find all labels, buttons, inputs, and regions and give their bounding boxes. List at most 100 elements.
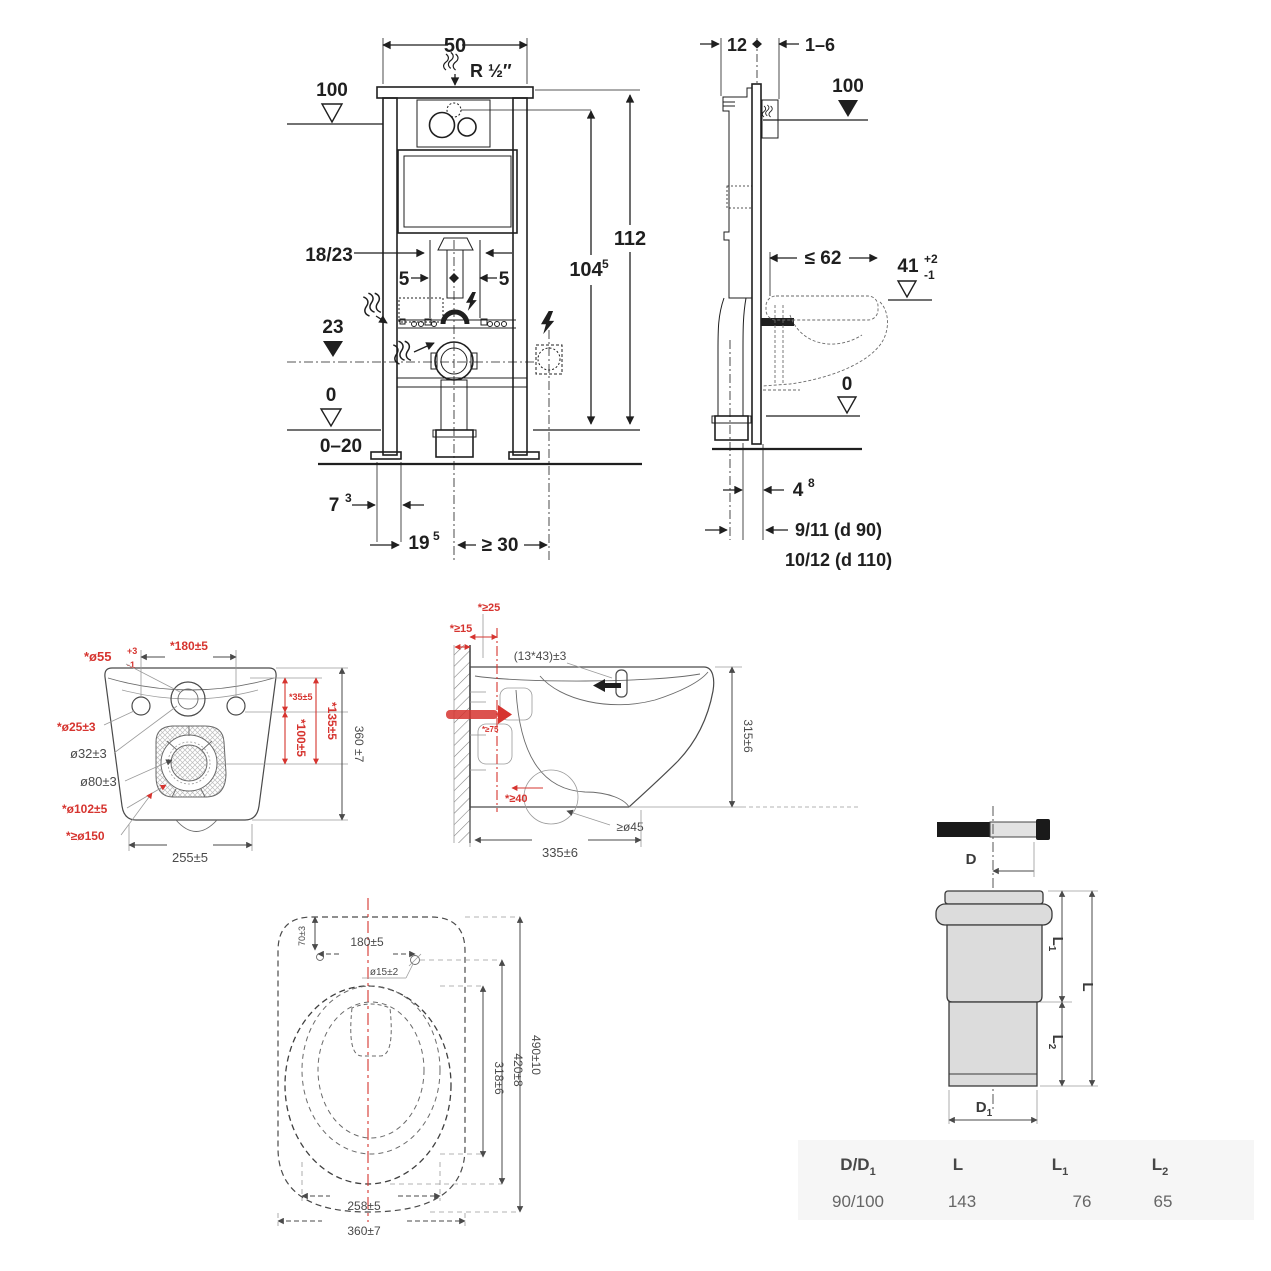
dim-l-label: L <box>1079 982 1096 991</box>
wall-rail <box>751 83 762 445</box>
fixing-hardware <box>399 318 507 327</box>
water-supply-label: R ½″ <box>470 61 512 81</box>
flush-bend-outer <box>717 297 725 416</box>
dim-flush-inner-label: ø32±3 <box>70 746 107 761</box>
hinge-hole-left <box>316 953 324 961</box>
wc-side-view: *≥75 *≥25 *≥15 (13*43)±3 315±6 *≥40 ≥ø45… <box>446 602 860 860</box>
dim-outlet-to-wall-label: 4 <box>793 480 804 501</box>
fixing-screw-red <box>446 710 498 719</box>
frame-right-foot <box>508 451 540 460</box>
bowl-inner-dashed <box>317 1001 425 1139</box>
dim-flush-hole-label: *ø55 <box>84 649 111 664</box>
table-background <box>798 1140 1254 1220</box>
adapter-collar <box>944 890 1044 905</box>
table-header-l: L <box>953 1155 963 1174</box>
leader-line <box>566 662 613 679</box>
dim-bolt-hole-label: *ø25±3 <box>57 720 96 734</box>
hole-slash <box>408 953 422 967</box>
wall-hatch <box>454 645 470 843</box>
drain-bucket <box>435 429 474 458</box>
bolt-hole-left <box>131 696 151 716</box>
table-value-dd1: 90/100 <box>832 1192 884 1211</box>
dim-frame-depth-label: 12 <box>727 35 747 55</box>
dim-bolt-spacing-label: 18/23 <box>305 245 353 266</box>
hinge-hole-right <box>410 955 420 965</box>
dim-flush-hole-sup: +3 <box>127 646 137 656</box>
dim-v100-label: *100±5 <box>294 719 308 757</box>
flush-button-large <box>428 111 456 139</box>
drain-socket-lip <box>711 415 752 424</box>
leader-line <box>120 792 153 836</box>
dim-offset-left-label: 5 <box>399 269 410 290</box>
wc-fixing-stud <box>761 318 794 326</box>
dim-outlet-inner-label: ø80±3 <box>80 774 117 789</box>
adapter-view: D L1 L2 L D1 <box>935 806 1098 1124</box>
flush-plate <box>416 99 491 148</box>
wc-top-contour <box>121 689 259 700</box>
center-diamond-icon <box>449 273 459 283</box>
table-header-l2: L2 <box>1152 1155 1169 1178</box>
leader-line <box>566 809 611 826</box>
dim-top-clear-label: *≥25 <box>478 602 501 614</box>
lid-outline-dashed <box>277 916 466 1213</box>
dim-width-label: 50 <box>444 35 466 57</box>
seat-bolt-arrow-shaft <box>603 683 621 688</box>
wc-profile-outline <box>469 666 715 808</box>
dim-hinge-offset-label: 70±3 <box>297 926 307 946</box>
adapter-lower-body <box>948 1001 1038 1087</box>
drain-socket-side <box>714 415 749 441</box>
outlet-pipe-dark <box>937 822 990 837</box>
level-23-label: 23 <box>322 317 343 338</box>
cistern-tank <box>397 149 518 234</box>
table-value-l1: 76 <box>1073 1192 1092 1211</box>
leader-line <box>113 705 178 754</box>
reserved-zone-dotted <box>398 297 444 323</box>
dim-plate-height-sup: 5 <box>602 257 609 271</box>
outlet-inner-hatched <box>170 744 208 782</box>
dim-width-label: 255±5 <box>172 850 208 865</box>
dim-d1-label: D1 <box>976 1099 993 1119</box>
flush-hole-inner <box>177 688 199 710</box>
level-filled-triangle-icon <box>838 100 858 117</box>
dim-bolt-spacing-label: *180±5 <box>170 639 208 653</box>
dim-flush-hole-sub: -1 <box>127 660 135 670</box>
dim-length-seat-label: 420±8 <box>511 1053 525 1087</box>
outlet-pipe-sleeve <box>989 821 1038 838</box>
frame-cross-rail <box>396 377 528 388</box>
flush-pipe <box>446 249 464 299</box>
dim-offset-right-label: 5 <box>499 269 510 290</box>
table-header-l1: L1 <box>1052 1155 1069 1178</box>
dim-outlet-to-wall-sup: 8 <box>808 476 815 490</box>
flush-bend-flare <box>437 237 474 251</box>
dim-height-label: 315±6 <box>741 719 755 753</box>
dim-slot-label: (13*43)±3 <box>514 649 567 663</box>
flush-bend-inner <box>742 297 747 416</box>
service-opening-dashed <box>726 185 753 209</box>
dim-rim-height-sub: -1 <box>924 268 935 282</box>
dim-length-bowl-label: 318±6 <box>492 1061 506 1095</box>
wc-top-view: 70±3 180±5 ø15±2 318±6 420±8 490±10 258±… <box>277 898 543 1238</box>
wc-bowl-curve <box>515 689 630 808</box>
dim-depth-label: 335±6 <box>542 845 578 860</box>
dim-outlet-d110-label: 10/12 (d 110) <box>785 550 892 570</box>
water-flow-arrow <box>375 315 388 324</box>
level-100-label: 100 <box>832 76 864 97</box>
dim-hole-spacing-label: 180±5 <box>350 935 384 949</box>
lightning-icon <box>541 311 555 335</box>
wc-top-contour <box>107 677 275 691</box>
wc-rear-view: *ø55 +3 -1 *180±5 *ø25±3 ø32±3 ø80±3 *ø1… <box>57 639 366 865</box>
drain-tab-left <box>430 352 438 370</box>
level-filled-triangle-icon <box>323 341 343 357</box>
drain-tab-right <box>470 352 478 370</box>
cistern-tank-inner <box>403 155 512 228</box>
dim-l2-label: L2 <box>1046 1035 1066 1050</box>
frame-left-foot <box>370 451 402 460</box>
leader-line <box>124 759 173 782</box>
leader-line <box>125 663 181 693</box>
dim-outlet-offset-label: 19 <box>408 533 429 554</box>
dim-length-outer-label: 490±10 <box>529 1035 543 1075</box>
connector-lines <box>277 916 520 1226</box>
dim-plate-height-label: 104 <box>569 259 603 281</box>
lightning-icon <box>466 292 477 311</box>
frame-side-view: 12 1–6 100 ≤ 62 41 +2 -1 0 4 8 9/11 (d 9… <box>700 35 938 570</box>
